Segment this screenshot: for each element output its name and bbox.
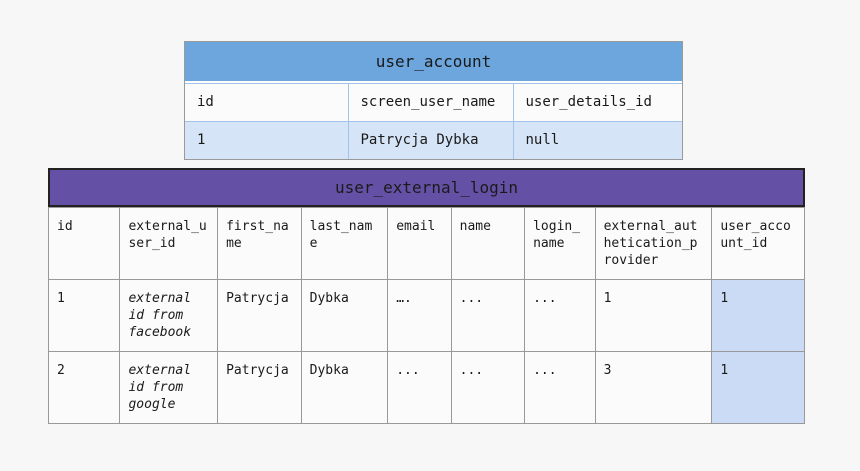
- column-header-external-authetication-provider: external_authetication_provider: [594, 207, 713, 280]
- user-account-table: user_account id screen_user_name user_de…: [184, 41, 683, 160]
- cell-user-details-id: null: [512, 121, 682, 159]
- column-header-first-name: first_name: [217, 207, 302, 280]
- user-account-grid: id screen_user_name user_details_id 1 Pa…: [185, 83, 682, 159]
- column-header-screen-user-name: screen_user_name: [347, 83, 514, 122]
- header-row: id screen_user_name user_details_id: [185, 83, 682, 122]
- column-header-email: email: [387, 207, 452, 280]
- column-header-id: id: [47, 207, 121, 280]
- column-header-login-name: login_name: [524, 207, 596, 280]
- user-account-table-title: user_account: [185, 42, 682, 83]
- table-row: 1 external id from facebook Patrycja Dyb…: [47, 279, 805, 352]
- cell-first-name: Patrycja: [217, 279, 302, 352]
- table-row: 1 Patrycja Dybka null: [185, 121, 682, 159]
- table-row: 2 external id from google Patrycja Dybka…: [47, 351, 805, 424]
- cell-first-name: Patrycja: [217, 351, 302, 424]
- cell-last-name: Dybka: [300, 351, 389, 424]
- user-external-login-table-title: user_external_login: [48, 168, 805, 207]
- cell-external-authetication-provider: 1: [594, 279, 713, 352]
- cell-id: 1: [185, 121, 349, 159]
- cell-external-authetication-provider: 3: [594, 351, 713, 424]
- cell-last-name: Dybka: [300, 279, 389, 352]
- cell-user-account-id: 1: [711, 351, 805, 424]
- column-header-user-details-id: user_details_id: [512, 83, 682, 122]
- user-external-login-table: user_external_login id external_user_id …: [47, 168, 805, 424]
- cell-id: 1: [47, 279, 121, 352]
- cell-user-account-id: 1: [711, 279, 805, 352]
- cell-name: ...: [450, 279, 526, 352]
- cell-login-name: ...: [524, 351, 596, 424]
- column-header-last-name: last_name: [300, 207, 389, 280]
- header-row: id external_user_id first_name last_name…: [47, 207, 805, 280]
- column-header-user-account-id: user_account_id: [711, 207, 805, 280]
- cell-name: ...: [450, 351, 526, 424]
- column-header-external-user-id: external_user_id: [119, 207, 219, 280]
- cell-external-user-id: external id from google: [119, 351, 219, 424]
- cell-login-name: ...: [524, 279, 596, 352]
- cell-email: ...: [387, 351, 452, 424]
- cell-external-user-id: external id from facebook: [119, 279, 219, 352]
- column-header-name: name: [450, 207, 526, 280]
- cell-screen-user-name: Patrycja Dybka: [347, 121, 514, 159]
- column-header-id: id: [185, 83, 349, 122]
- cell-email: ….: [387, 279, 452, 352]
- user-external-login-grid: id external_user_id first_name last_name…: [47, 207, 805, 424]
- cell-id: 2: [47, 351, 121, 424]
